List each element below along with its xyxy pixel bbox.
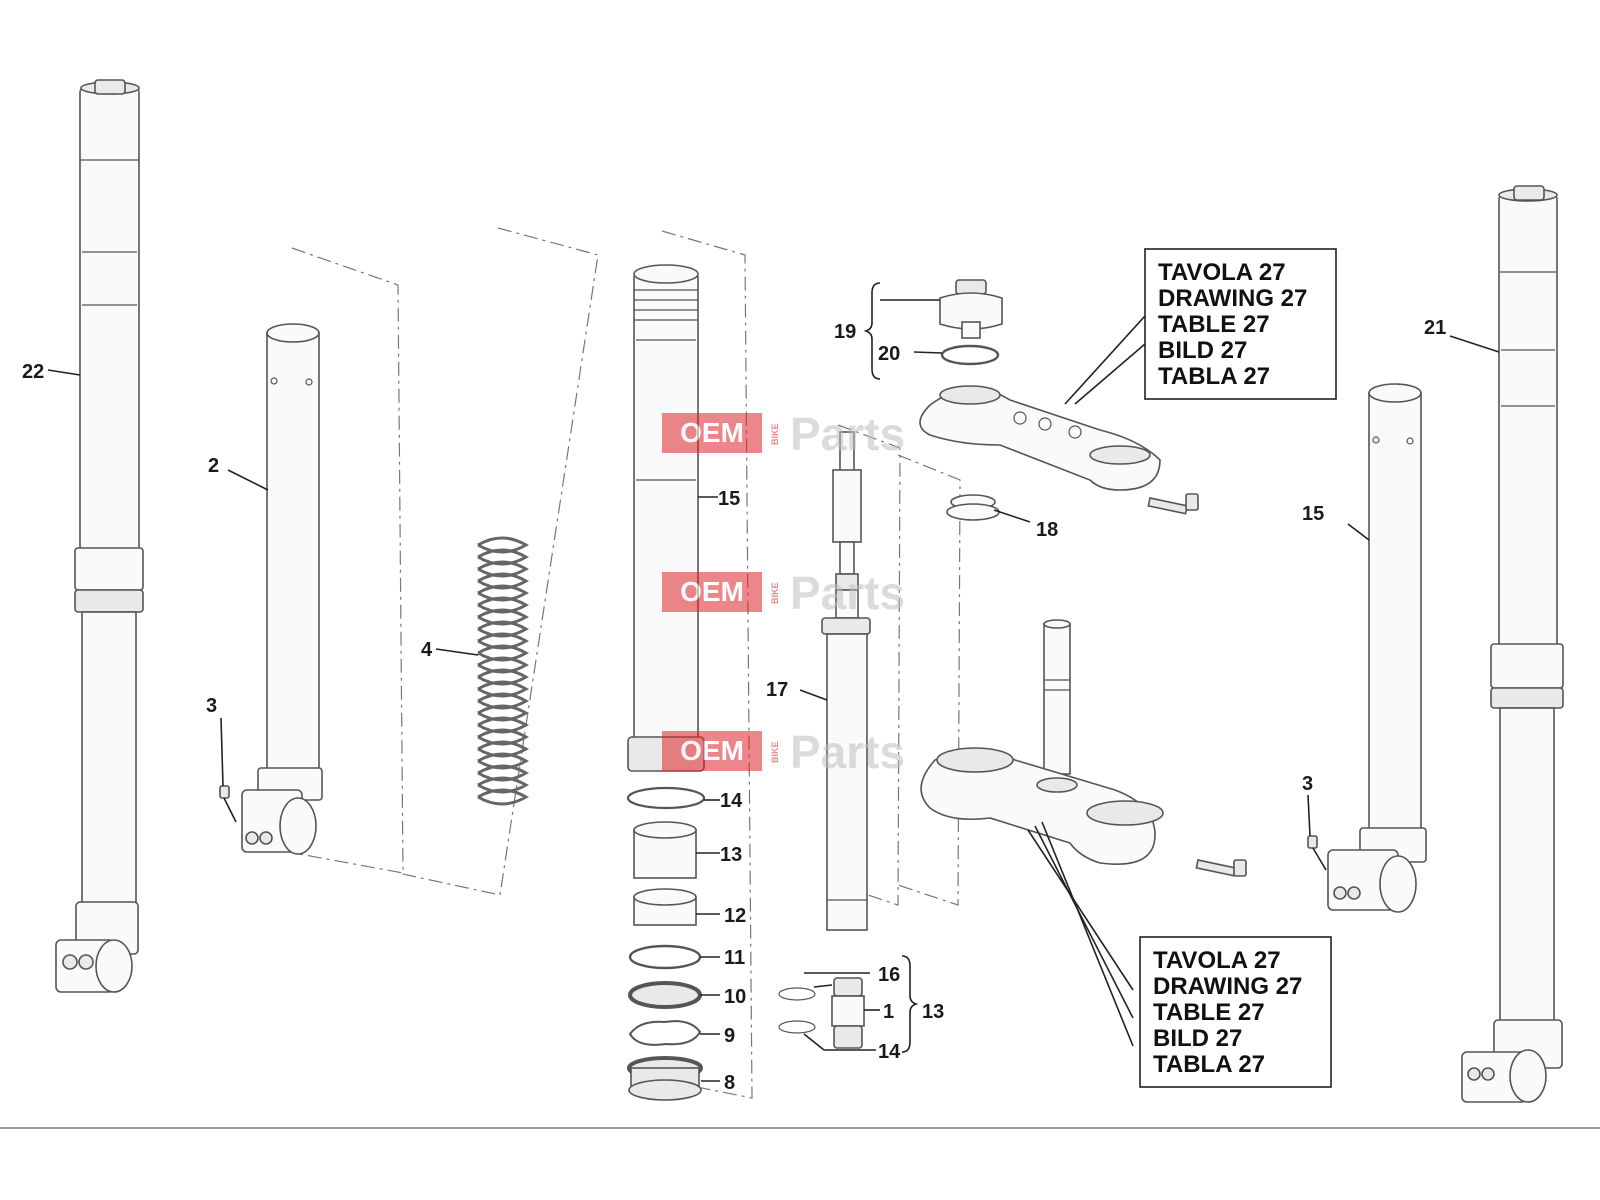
callout-3-left: 3 [206, 695, 217, 717]
ref-line: BILD 27 [1153, 1025, 1242, 1052]
watermark-2: OEM BIKE Parts [662, 567, 905, 619]
upper-triple-clamp [919, 385, 1199, 515]
ref-line: DRAWING 27 [1153, 973, 1302, 1000]
watermark-oem: OEM [680, 576, 744, 607]
ref-line: TABLA 27 [1153, 1051, 1265, 1078]
leader-lines [47, 282, 1500, 1082]
callout-3-right: 3 [1302, 773, 1313, 795]
watermark-parts: Parts [790, 408, 905, 460]
reference-box-upper: TAVOLA 27 DRAWING 27 TABLE 27 BILD 27 TA… [1144, 248, 1337, 400]
damper-rod-17 [821, 431, 871, 931]
watermark-parts: Parts [790, 567, 905, 619]
watermark-bike: BIKE [770, 423, 780, 445]
ref-line: TABLA 27 [1158, 363, 1270, 390]
oil-seal-7 [628, 981, 702, 1009]
fork-leg-right-21 [1461, 185, 1564, 1103]
callout-9: 12 [724, 905, 746, 927]
callout-15: 15 [1302, 503, 1324, 525]
ref-line: TABLE 27 [1158, 311, 1270, 338]
ref-line: TAVOLA 27 [1158, 259, 1286, 286]
callout-20: 20 [878, 343, 900, 365]
ref-line: TABLE 27 [1153, 999, 1265, 1026]
ref-line: TAVOLA 27 [1153, 947, 1281, 974]
ref-line: DRAWING 27 [1158, 285, 1307, 312]
callout-6: 9 [724, 1025, 735, 1047]
callout-12: 15 [718, 488, 740, 510]
callout-4: 4 [421, 639, 433, 661]
bushing-18 [946, 494, 1000, 521]
bolt-3-left [219, 785, 237, 823]
assembly-dash-lines [291, 227, 961, 1099]
callout-11: 14 [720, 790, 743, 812]
o-ring-14 [778, 1020, 816, 1034]
callout-8: 11 [724, 947, 745, 969]
outer-tube-15 [1327, 383, 1427, 913]
callout-13: 13 [922, 1001, 944, 1023]
dust-seal-5 [627, 1056, 703, 1101]
callouts: 22 2 3 4 15 14 13 12 11 10 9 8 17 16 1 1… [22, 317, 1446, 1094]
watermark-parts: Parts [790, 726, 905, 778]
watermark-bike: BIKE [770, 741, 780, 763]
bushing-9 [633, 888, 697, 926]
bolt-3-right [1307, 835, 1327, 871]
callout-17: 17 [766, 679, 788, 701]
reference-box-lower: TAVOLA 27 DRAWING 27 TABLE 27 BILD 27 TA… [1139, 936, 1332, 1088]
fork-leg-left-22 [55, 79, 144, 993]
ref-line: BILD 27 [1158, 337, 1247, 364]
callout-1: 1 [883, 1001, 894, 1023]
callout-22: 22 [22, 361, 44, 383]
valve-assembly-1 [831, 977, 865, 1049]
o-ring-16 [778, 987, 816, 1001]
bushing-10 [633, 821, 697, 879]
callout-10: 13 [720, 844, 742, 866]
o-ring-20 [940, 344, 1000, 366]
watermark-bike: BIKE [770, 582, 780, 604]
washer-8 [628, 944, 702, 970]
lower-triple-clamp [920, 619, 1247, 877]
callout-21: 21 [1424, 317, 1446, 339]
watermark-1: OEM BIKE Parts [662, 408, 905, 460]
callout-7: 10 [724, 986, 746, 1008]
callout-19: 19 [834, 321, 856, 343]
circlip-11 [626, 786, 706, 810]
watermark-oem: OEM [680, 417, 744, 448]
callout-5: 8 [724, 1072, 735, 1094]
watermark-oem: OEM [680, 735, 744, 766]
callout-2: 2 [208, 455, 219, 477]
inner-tube-12 [627, 264, 705, 772]
callout-16: 16 [878, 964, 900, 986]
watermark-3: OEM BIKE Parts [662, 726, 905, 778]
callout-18: 18 [1036, 519, 1058, 541]
spring-4 [477, 536, 529, 806]
fork-cap-19 [939, 279, 1003, 339]
outer-tube-2 [241, 323, 323, 855]
callout-14: 14 [878, 1041, 901, 1063]
retaining-clip-6 [628, 1020, 702, 1046]
